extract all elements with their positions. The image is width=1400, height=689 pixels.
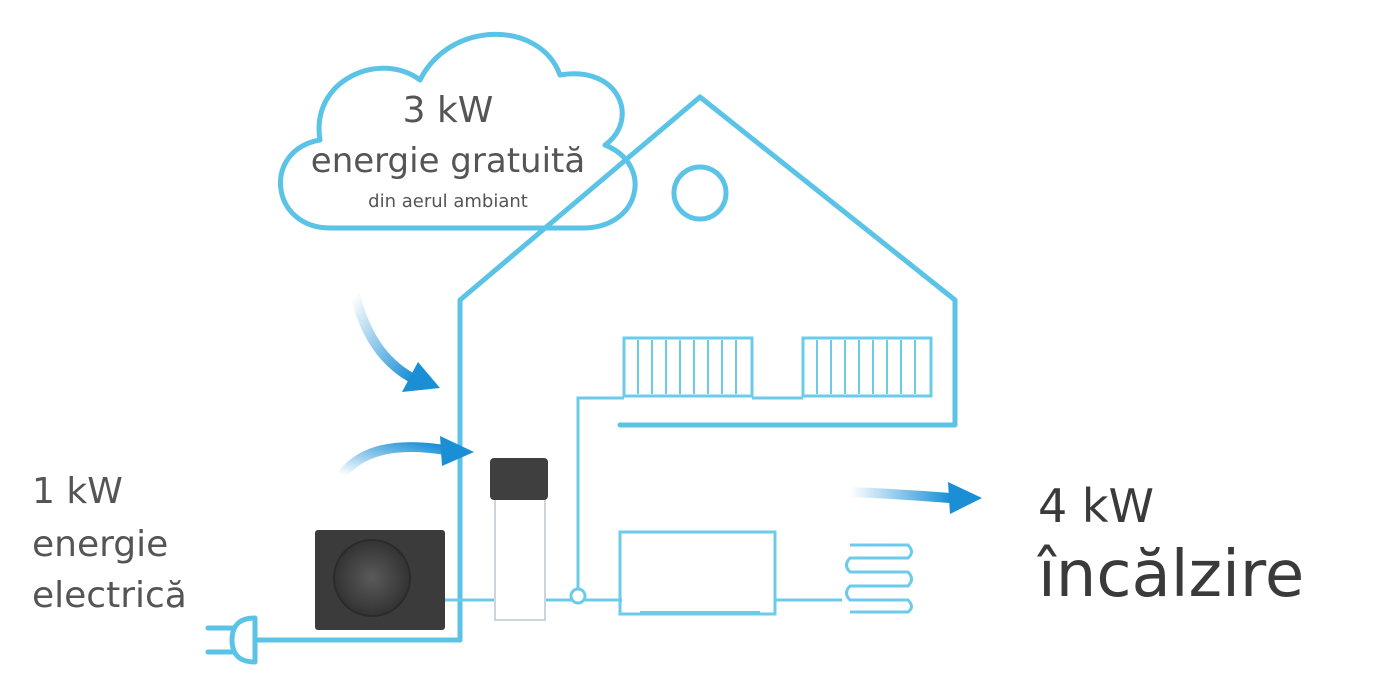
outdoor-unit — [315, 530, 445, 630]
cloud-label: energie gratuită — [311, 141, 585, 181]
input-line1: energie — [32, 524, 168, 565]
arrow-air-upper — [350, 290, 440, 392]
arrow-air-lower — [337, 436, 474, 480]
pipe-network — [445, 396, 842, 602]
radiator-right — [801, 336, 933, 398]
cloud-power: 3 kW — [403, 90, 494, 131]
water-tank — [490, 458, 548, 621]
indoor-unit — [618, 530, 777, 616]
output-label: încălzire — [1036, 538, 1304, 612]
radiator-left — [622, 336, 754, 398]
input-line2: electrică — [32, 575, 187, 616]
attic-window — [671, 164, 729, 222]
pipe-valve — [569, 587, 587, 605]
plug-icon — [205, 615, 258, 665]
output-power: 4 kW — [1038, 479, 1154, 533]
cloud-sublabel: din aerul ambiant — [368, 191, 528, 212]
input-power: 1 kW — [32, 471, 123, 512]
underfloor-coil — [845, 543, 913, 614]
house-outline — [457, 94, 958, 643]
arrow-heat-out — [845, 482, 982, 514]
